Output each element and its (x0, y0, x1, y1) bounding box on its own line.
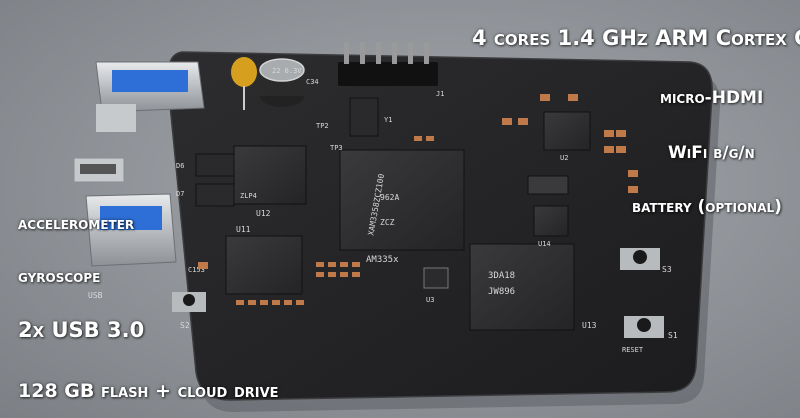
chip-u11 (225, 235, 303, 295)
svg-text:D7: D7 (176, 190, 184, 198)
svg-text:J1: J1 (436, 90, 444, 98)
chip-small (527, 175, 569, 195)
feature-gyroscope: gyroscope (18, 267, 101, 287)
usb-port-bottom (85, 193, 177, 267)
svg-text:U13: U13 (582, 321, 597, 330)
chip-u2 (543, 111, 591, 151)
chip-u14 (533, 205, 569, 237)
svg-text:22 6.3V: 22 6.3V (272, 67, 302, 75)
feature-storage: 128 GB flash + cloud drive (18, 380, 279, 402)
svg-text:962A: 962A (380, 193, 399, 202)
feature-accelerometer: accelerometer (18, 214, 135, 234)
svg-text:D6: D6 (176, 162, 184, 170)
svg-text:3DA18: 3DA18 (488, 271, 515, 281)
chip-u3 (423, 267, 449, 289)
svg-text:TP3: TP3 (330, 144, 343, 152)
svg-text:S3: S3 (662, 265, 672, 274)
chip-d6 (195, 153, 235, 177)
svg-text:U3: U3 (426, 296, 434, 304)
svg-text:S1: S1 (668, 331, 678, 340)
svg-text:USB: USB (88, 291, 103, 300)
memory-chip: 3DA18 JW896 (469, 243, 575, 331)
svg-text:U2: U2 (560, 154, 568, 162)
svg-text:U11: U11 (236, 225, 251, 234)
usb-port-top (95, 61, 205, 132)
chip-y1 (349, 97, 379, 137)
chip-u12 (233, 145, 307, 205)
svg-text:C34: C34 (306, 78, 319, 86)
svg-text:ZLP4: ZLP4 (240, 192, 257, 200)
svg-text:C153: C153 (188, 266, 205, 274)
soc-name-label: AM335x (366, 255, 399, 265)
feature-wifi: WiFi b/g/n (668, 143, 755, 163)
pin-header-j1 (338, 42, 438, 86)
svg-text:Y1: Y1 (384, 116, 392, 124)
electrolytic-capacitor: 22 6.3V (259, 58, 305, 107)
button-s2 (172, 292, 206, 312)
button-s1 (624, 316, 664, 338)
svg-text:U12: U12 (256, 209, 271, 218)
main-soc-chip: XAM3358ZCZ100 962A ZCZ (339, 149, 465, 251)
feature-micro-hdmi: micro-HDMI (660, 88, 764, 108)
svg-text:JW896: JW896 (488, 287, 515, 297)
svg-text:RESET: RESET (622, 346, 644, 354)
svg-text:U14: U14 (538, 240, 551, 248)
feature-usb: 2x USB 3.0 (18, 318, 145, 342)
button-s3 (620, 248, 660, 270)
svg-text:ZCZ: ZCZ (380, 218, 395, 227)
micro-usb-port (73, 157, 125, 183)
passive-components (198, 94, 638, 305)
svg-text:S2: S2 (180, 321, 190, 330)
feature-battery: battery (optional) (632, 197, 782, 217)
chip-d7 (195, 183, 235, 207)
feature-cpu: 4 cores 1.4 GHz ARM Cortex CPU (472, 26, 800, 50)
svg-text:TP2: TP2 (316, 122, 329, 130)
ceramic-capacitor (231, 57, 257, 110)
